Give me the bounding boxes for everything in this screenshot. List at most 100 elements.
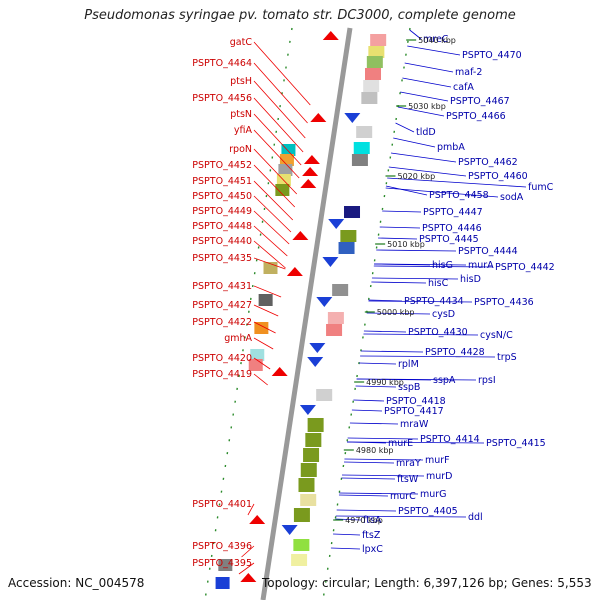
- left-gene-label[interactable]: PSPTO_4449: [192, 206, 252, 217]
- left-gene-label[interactable]: yfiA: [234, 125, 253, 136]
- right-gene-label[interactable]: tldD: [416, 127, 436, 138]
- right-gene-label[interactable]: sspB: [398, 382, 420, 393]
- forward-gene-box[interactable]: [298, 478, 315, 492]
- right-gene-label[interactable]: PSPTO_4442: [495, 262, 555, 273]
- left-gene-label[interactable]: PSPTO_4401: [192, 499, 252, 510]
- forward-gene-box[interactable]: [351, 154, 368, 166]
- forward-gene-box[interactable]: [327, 312, 344, 324]
- reverse-gene-box[interactable]: [218, 559, 233, 571]
- reverse-gene-box[interactable]: [250, 349, 265, 361]
- right-gene-label[interactable]: PSPTO_4466: [446, 111, 506, 122]
- reverse-gene-box[interactable]: [215, 577, 230, 589]
- right-gene-label[interactable]: sodA: [500, 192, 524, 203]
- forward-gene-box[interactable]: [356, 126, 373, 138]
- forward-gene-arrow[interactable]: [281, 525, 298, 535]
- reverse-gene-arrow[interactable]: [286, 267, 303, 276]
- right-gene-label[interactable]: cysN/C: [480, 330, 513, 341]
- forward-gene-box[interactable]: [316, 389, 333, 401]
- left-gene-label[interactable]: ptsH: [230, 76, 252, 87]
- forward-gene-box[interactable]: [370, 34, 387, 46]
- reverse-gene-arrow[interactable]: [322, 31, 339, 40]
- right-gene-label[interactable]: PSPTO_4436: [474, 297, 534, 308]
- right-gene-label[interactable]: cysD: [432, 309, 455, 320]
- right-gene-label[interactable]: mreC: [423, 34, 449, 45]
- left-gene-label[interactable]: rpoN: [229, 144, 252, 155]
- right-gene-label[interactable]: PSPTO_4446: [422, 223, 482, 234]
- left-gene-label[interactable]: gmhA: [224, 333, 252, 344]
- right-gene-label[interactable]: sspA: [433, 375, 456, 386]
- right-gene-label[interactable]: PSPTO_4428: [425, 347, 485, 358]
- right-gene-label[interactable]: PSPTO_4417: [384, 406, 444, 417]
- left-gene-label[interactable]: PSPTO_4419: [192, 369, 252, 380]
- forward-gene-arrow[interactable]: [316, 297, 333, 307]
- right-gene-label[interactable]: murD: [426, 471, 453, 482]
- reverse-gene-arrow[interactable]: [300, 179, 317, 188]
- forward-gene-box[interactable]: [307, 418, 324, 432]
- right-gene-label[interactable]: PSPTO_4414: [420, 434, 480, 445]
- right-gene-label[interactable]: rplM: [398, 359, 419, 370]
- right-gene-label[interactable]: PSPTO_4430: [408, 327, 468, 338]
- reverse-gene-arrow[interactable]: [271, 367, 288, 376]
- right-gene-label[interactable]: ftsW: [397, 474, 419, 485]
- right-gene-label[interactable]: lpxC: [362, 544, 383, 555]
- forward-gene-box[interactable]: [326, 324, 343, 336]
- forward-gene-box[interactable]: [368, 46, 385, 58]
- right-gene-label[interactable]: murC: [390, 491, 416, 502]
- right-gene-label[interactable]: trpS: [497, 352, 517, 363]
- right-gene-label[interactable]: murA: [468, 260, 494, 271]
- right-gene-label[interactable]: hisD: [460, 274, 481, 285]
- reverse-gene-arrow[interactable]: [303, 155, 320, 164]
- right-gene-label[interactable]: PSPTO_4445: [419, 234, 479, 245]
- right-gene-label[interactable]: PSPTO_4434: [404, 296, 464, 307]
- right-gene-label[interactable]: hisC: [428, 278, 449, 289]
- left-gene-label[interactable]: PSPTO_4396: [192, 541, 252, 552]
- reverse-gene-arrow[interactable]: [310, 113, 327, 122]
- forward-gene-box[interactable]: [338, 242, 355, 254]
- forward-gene-arrow[interactable]: [309, 343, 326, 353]
- right-gene-label[interactable]: PSPTO_4462: [458, 157, 518, 168]
- forward-gene-box[interactable]: [300, 494, 317, 506]
- left-gene-label[interactable]: ptsN: [230, 109, 252, 120]
- forward-gene-box[interactable]: [300, 463, 317, 477]
- right-gene-label[interactable]: maf-2: [455, 67, 482, 78]
- left-gene-label[interactable]: PSPTO_4452: [192, 160, 252, 171]
- right-gene-label[interactable]: PSPTO_4458: [429, 190, 489, 201]
- right-gene-label[interactable]: cafA: [453, 82, 474, 93]
- forward-gene-box[interactable]: [366, 56, 383, 68]
- right-gene-label[interactable]: rpsI: [478, 375, 496, 386]
- forward-gene-arrow[interactable]: [344, 113, 361, 123]
- right-gene-label[interactable]: PSPTO_4467: [450, 96, 510, 107]
- right-gene-label[interactable]: PSPTO_4470: [462, 50, 522, 61]
- right-gene-label[interactable]: hisG: [432, 260, 453, 271]
- right-gene-label[interactable]: PSPTO_4460: [468, 171, 528, 182]
- left-gene-label[interactable]: PSPTO_4448: [192, 221, 252, 232]
- forward-gene-arrow[interactable]: [299, 405, 316, 415]
- reverse-gene-box[interactable]: [275, 184, 290, 196]
- left-gene-label[interactable]: PSPTO_4435: [192, 253, 252, 264]
- reverse-gene-arrow[interactable]: [240, 573, 257, 582]
- right-gene-label[interactable]: murF: [425, 455, 450, 466]
- left-gene-label[interactable]: PSPTO_4450: [192, 191, 252, 202]
- forward-gene-box[interactable]: [293, 508, 310, 522]
- forward-gene-box[interactable]: [332, 284, 349, 296]
- right-gene-label[interactable]: ddl: [468, 512, 483, 523]
- right-gene-label[interactable]: murE: [388, 438, 413, 449]
- forward-gene-box[interactable]: [305, 433, 322, 447]
- right-gene-label[interactable]: ftsZ: [362, 530, 381, 541]
- forward-gene-box[interactable]: [363, 80, 380, 92]
- left-gene-label[interactable]: PSPTO_4420: [192, 353, 252, 364]
- forward-gene-box[interactable]: [361, 92, 378, 104]
- left-gene-label[interactable]: gatC: [230, 37, 253, 48]
- right-gene-label[interactable]: pmbA: [437, 142, 465, 153]
- right-gene-label[interactable]: PSPTO_4418: [386, 396, 446, 407]
- right-gene-label[interactable]: mraW: [400, 419, 429, 430]
- left-gene-label[interactable]: PSPTO_4422: [192, 317, 252, 328]
- reverse-gene-arrow[interactable]: [249, 515, 266, 524]
- right-gene-label[interactable]: PSPTO_4444: [458, 246, 518, 257]
- left-gene-label[interactable]: PSPTO_4427: [192, 300, 252, 311]
- left-gene-label[interactable]: PSPTO_4431: [192, 281, 252, 292]
- left-gene-label[interactable]: PSPTO_4456: [192, 93, 252, 104]
- forward-gene-box[interactable]: [293, 539, 310, 551]
- forward-gene-box[interactable]: [344, 206, 361, 218]
